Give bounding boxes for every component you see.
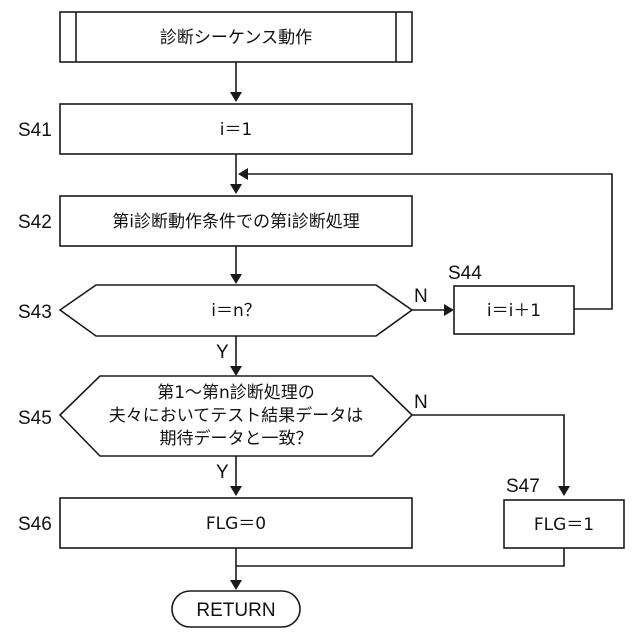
- step-label-s43: S43: [18, 302, 52, 323]
- arrow-head: [230, 366, 242, 376]
- step-label-s47: S47: [506, 476, 540, 497]
- branch-yes-label: Y: [216, 462, 229, 483]
- arrow-head: [230, 274, 242, 284]
- step-label-s42: S42: [18, 212, 52, 233]
- process-box-s41: i＝1: [60, 104, 412, 154]
- arrow-head: [230, 580, 242, 590]
- step-label-s44: S44: [448, 263, 482, 284]
- decision-s45: 第1～第n診断処理の 夫々においてテスト結果データは 期待データと一致？: [60, 376, 412, 456]
- decision-text-s45-line2: 夫々においてテスト結果データは: [109, 405, 364, 426]
- process-box-s46: FLG＝0: [60, 498, 412, 548]
- step-label-s45: S45: [18, 408, 52, 429]
- arrow-head: [444, 304, 454, 316]
- arrow-head: [230, 184, 242, 194]
- process-text-s41: i＝1: [220, 120, 253, 140]
- process-text-s47: FLG＝1: [534, 515, 594, 535]
- process-text-s44: i＝i＋1: [487, 301, 541, 321]
- title-process-box: 診断シーケンス動作: [60, 12, 412, 62]
- process-text-s42: 第i診断動作条件での第i診断処理: [112, 212, 359, 232]
- decision-text-s43: i＝n？: [211, 301, 261, 321]
- arrow-head: [230, 486, 242, 496]
- process-box-s47: FLG＝1: [504, 500, 624, 548]
- merge-line: [236, 548, 564, 566]
- terminal-return: RETURN: [172, 591, 300, 627]
- branch-no-label: N: [414, 286, 428, 307]
- decision-text-s45-line3: 期待データと一致？: [160, 428, 313, 449]
- arrow-head: [230, 92, 242, 102]
- arrow-head: [238, 168, 248, 180]
- step-label-s46: S46: [18, 514, 52, 535]
- arrow-head: [558, 486, 570, 496]
- decision-text-s45-line1: 第1～第n診断処理の: [157, 383, 315, 403]
- process-box-s42: 第i診断動作条件での第i診断処理: [60, 196, 412, 246]
- decision-s43: i＝n？: [60, 285, 412, 336]
- connector: [412, 415, 564, 488]
- branch-no-label: N: [414, 392, 428, 413]
- step-label-s41: S41: [18, 120, 52, 141]
- process-box-s44: i＝i＋1: [454, 286, 574, 334]
- terminal-text: RETURN: [196, 600, 275, 621]
- title-text: 診断シーケンス動作: [160, 28, 312, 48]
- process-text-s46: FLG＝0: [206, 514, 266, 534]
- branch-yes-label: Y: [216, 342, 229, 363]
